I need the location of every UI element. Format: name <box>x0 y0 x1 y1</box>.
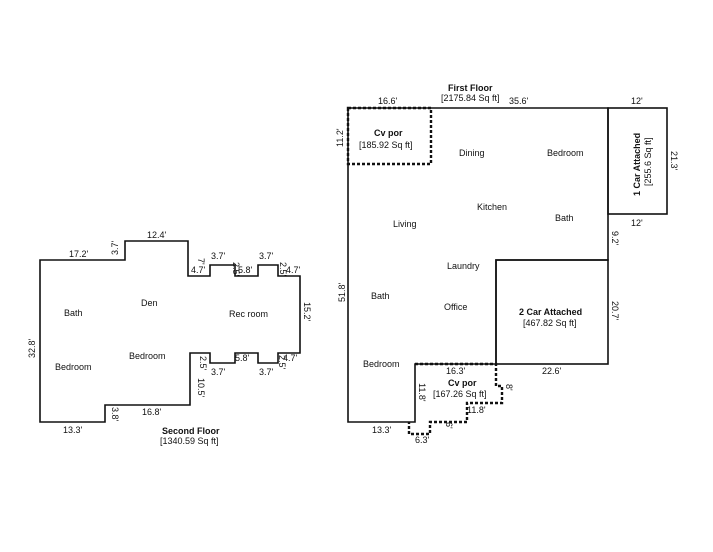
cv-por-top-area: [185.92 Sq ft] <box>359 140 413 150</box>
garage-2-car <box>495 259 609 365</box>
dim-2f-v-25-a: 2.5' <box>231 262 241 277</box>
garage-1-label: 1 Car Attached <box>632 133 642 196</box>
second-floor-plan: Bath Den Rec room Bedroom Bedroom 17.2' … <box>27 230 312 446</box>
dim-1f-garage1-side: 21.3' <box>669 151 679 171</box>
dim-2f-v-38: 3.8' <box>110 407 120 422</box>
dim-2f-v-25-d: 2.5' <box>277 355 287 370</box>
room-bath-2f: Bath <box>64 308 83 318</box>
dim-2f-h-37-top2: 3.7' <box>259 251 274 261</box>
dim-1f-cv2-side: 11.8' <box>417 383 427 402</box>
dim-1f-top-mid: 35.6' <box>509 96 529 106</box>
second-floor-title: Second Floor <box>162 426 220 436</box>
covered-porch-top <box>346 106 433 166</box>
dim-1f-top-right: 12' <box>631 96 643 106</box>
dim-1f-bottom-step: 6.3' <box>415 435 430 445</box>
dim-2f-v-25-b: 2.5' <box>278 262 288 277</box>
cv-por-bottom-label: Cv por <box>448 378 477 388</box>
dim-2f-step-37-left: 3.7' <box>110 240 120 255</box>
dim-2f-bottom-left: 13.3' <box>63 425 83 435</box>
dim-2f-v-25-c: 2.5' <box>198 356 208 371</box>
room-bedroom-left-2f: Bedroom <box>55 362 92 372</box>
covered-porch-bottom <box>407 362 504 436</box>
dim-2f-right-side: 15.2' <box>302 302 312 322</box>
dim-1f-step-small: 6' <box>444 422 454 429</box>
dim-2f-h-37-top1: 3.7' <box>211 251 226 261</box>
dim-1f-cv2-top: 16.3' <box>446 366 466 376</box>
dim-2f-h-58-bot: 5.8' <box>235 353 250 363</box>
dim-1f-cv-side: 11.2' <box>335 128 345 147</box>
dim-2f-h-47-left: 4.7' <box>191 265 206 275</box>
dim-2f-top-mid: 12.4' <box>147 230 167 240</box>
dim-2f-h-47-right: 4.7' <box>286 265 301 275</box>
room-bath-left: Bath <box>371 291 390 301</box>
room-office: Office <box>444 302 467 312</box>
room-living: Living <box>393 219 417 229</box>
room-bedroom-bottom: Bedroom <box>363 359 400 369</box>
room-laundry: Laundry <box>447 261 480 271</box>
dim-1f-garage1-bottom: 12' <box>631 218 643 228</box>
dim-1f-right-92: 9.2' <box>610 231 620 246</box>
dim-2f-h-58-top: 5.8' <box>238 265 253 275</box>
room-rec-room-2f: Rec room <box>229 309 268 319</box>
dim-1f-cv2-bottom: 11.8' <box>467 405 486 415</box>
dim-1f-cv2-right: 8' <box>504 384 514 391</box>
dim-2f-h-37-bot1: 3.7' <box>211 367 226 377</box>
cv-por-top-label: Cv por <box>374 128 403 138</box>
dim-2f-top-left: 17.2' <box>69 249 89 259</box>
room-den-2f: Den <box>141 298 158 308</box>
cv-por-bottom-area: [167.26 Sq ft] <box>433 389 487 399</box>
room-bath-right: Bath <box>555 213 574 223</box>
dim-2f-h-37-bot2: 3.7' <box>259 367 274 377</box>
dim-2f-h-47-bot: 4.7' <box>283 353 298 363</box>
dim-1f-garage2-side: 20.7' <box>610 301 620 321</box>
second-floor-outline <box>39 240 301 423</box>
room-dining: Dining <box>459 148 485 158</box>
garage-2-label: 2 Car Attached <box>519 307 582 317</box>
garage-2-area: [467.82 Sq ft] <box>523 318 577 328</box>
first-floor-title: First Floor <box>448 83 493 93</box>
room-kitchen: Kitchen <box>477 202 507 212</box>
dim-2f-v-105: 10.5' <box>196 378 206 398</box>
dim-1f-top-left: 16.6' <box>378 96 398 106</box>
dim-1f-left-side: 51.8' <box>337 282 347 302</box>
dim-2f-bottom-mid: 16.8' <box>142 407 162 417</box>
first-floor-area: [2175.84 Sq ft] <box>441 93 500 103</box>
first-floor-plan: First Floor [2175.84 Sq ft] Cv por [185.… <box>335 83 679 445</box>
dim-2f-v-7: 7' <box>196 258 206 265</box>
dim-1f-bottom-left: 13.3' <box>372 425 392 435</box>
room-bedroom-top: Bedroom <box>547 148 584 158</box>
dim-1f-garage2-bottom: 22.6' <box>542 366 562 376</box>
garage-1-car <box>607 107 668 215</box>
dim-2f-left-side: 32.8' <box>27 338 37 358</box>
room-bedroom-mid-2f: Bedroom <box>129 351 166 361</box>
garage-1-area: [255.6 Sq ft] <box>643 137 653 186</box>
second-floor-area: [1340.59 Sq ft] <box>160 436 219 446</box>
